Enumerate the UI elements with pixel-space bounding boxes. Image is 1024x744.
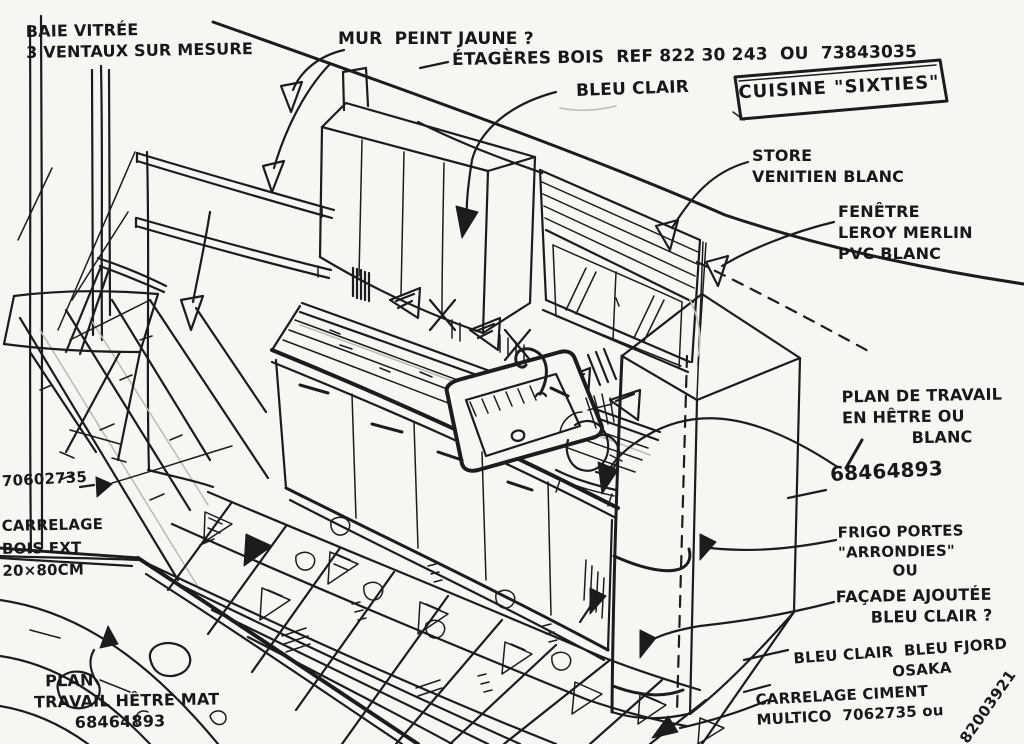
label-store-venitien: STORE VENITIEN BLANC [752, 146, 905, 186]
label-mur-peint-jaune: MUR PEINT JAUNE ? [338, 29, 534, 49]
bay-window-drawing [0, 14, 212, 562]
label-fenetre-leroy-merlin: FENÊTRE LEROY MERLIN PVC BLANC [838, 202, 973, 263]
label-baie-vitree: BAIE VITRÉE 3 VENTAUX SUR MESURE [25, 20, 254, 62]
label-bleu-clair: BLEU CLAIR [575, 77, 690, 101]
wall-edge-drawing [211, 20, 1024, 354]
title-text: CUISINE "SIXTIES" [737, 71, 941, 103]
folding-chair-drawing [2, 256, 168, 463]
upper-cabinet-drawing [318, 66, 537, 364]
faucet-drawing [514, 347, 570, 398]
wall-shelves-drawing [134, 151, 336, 280]
label-plan-travail-hetre: PLAN TRAVAIL HÊTRE MAT 68464893 [33, 670, 220, 733]
label-frigo-portes: FRIGO PORTES "ARRONDIES" OU [837, 521, 970, 581]
sink-drawing [444, 349, 604, 473]
annotation-arrows [78, 48, 864, 739]
fridge-drawing [610, 292, 802, 744]
cement-tiles-drawing [138, 490, 725, 744]
title-box-drawing [732, 58, 949, 121]
label-facade-ajoutee: FAÇADE AJOUTÉE BLEU CLAIR ? [835, 584, 993, 628]
label-plan-de-travail: PLAN DE TRAVAIL EN HÊTRE OU BLANC [841, 384, 1003, 448]
label-carrelage-bois-ext: CARRELAGE BOIS EXT 20×80CM [1, 515, 104, 580]
window-blind-drawing [538, 168, 707, 399]
base-cabinets-drawing [274, 358, 614, 662]
